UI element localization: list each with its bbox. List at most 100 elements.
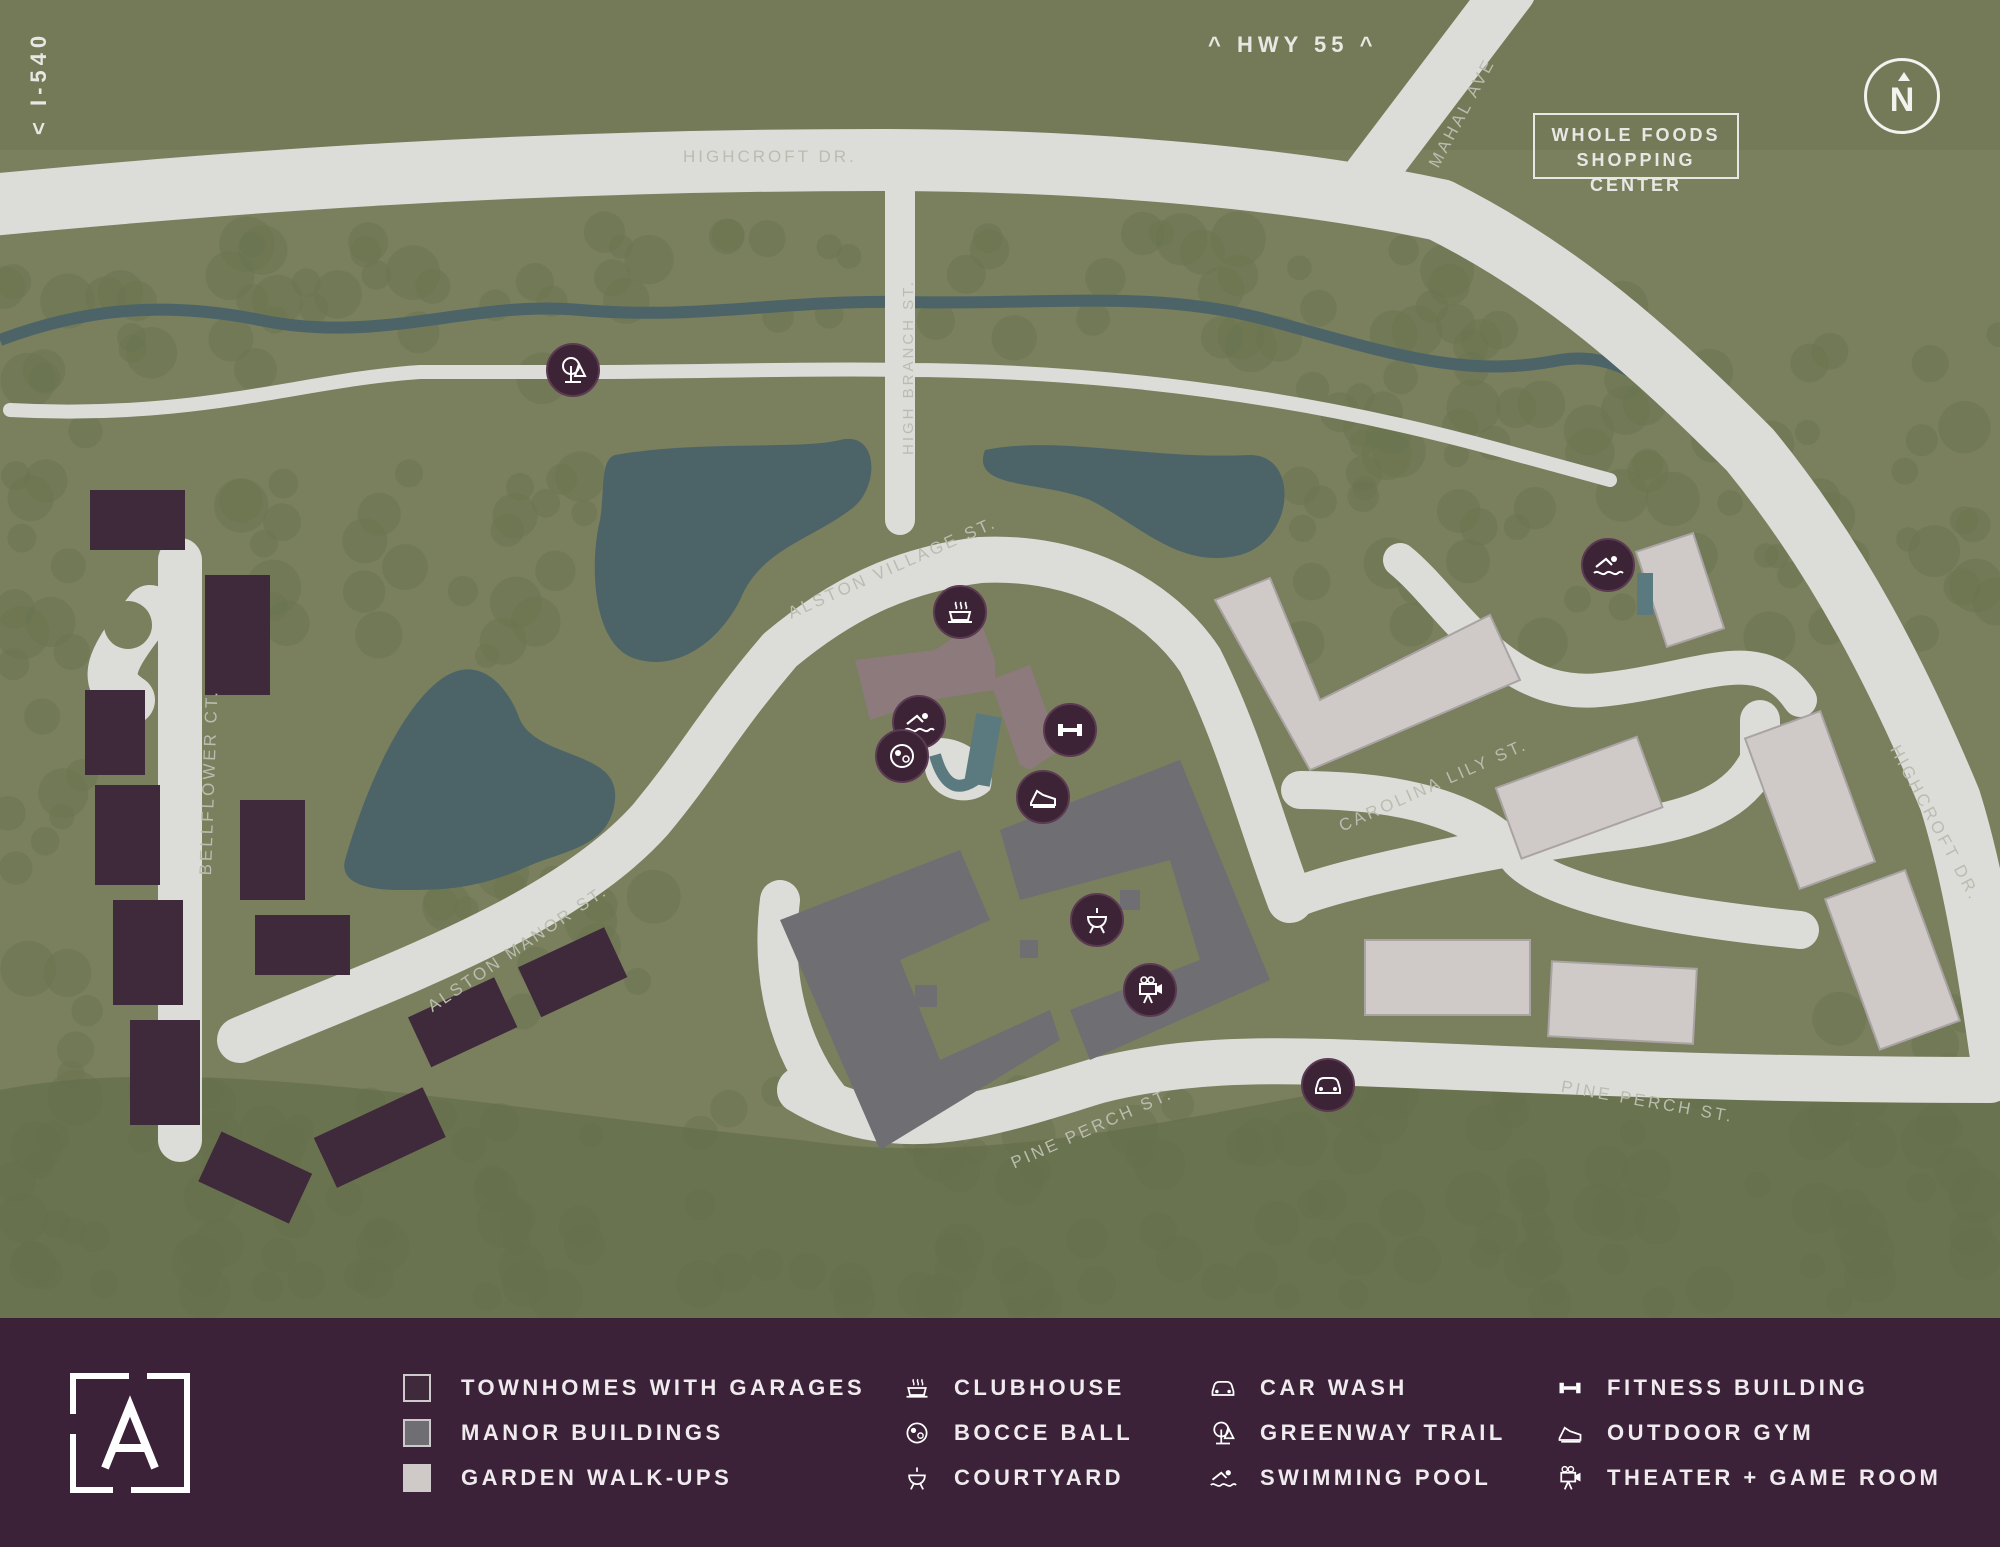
manor-buildings — [780, 760, 1270, 1150]
tree — [71, 995, 103, 1027]
tree — [1085, 258, 1126, 299]
tree — [1564, 585, 1591, 613]
tree — [423, 886, 458, 921]
tree — [236, 284, 269, 317]
tree — [474, 643, 500, 668]
clubhouse-marker[interactable] — [933, 585, 987, 639]
tree — [0, 648, 30, 681]
tree — [1389, 602, 1434, 647]
tree — [1383, 359, 1418, 395]
fitness-building-block — [990, 665, 1060, 770]
tree — [946, 254, 986, 294]
tree — [1148, 220, 1175, 247]
outdoor-gym-icon — [1030, 789, 1056, 808]
north-arrow: N — [1864, 58, 1940, 134]
tree — [1388, 235, 1420, 266]
tree — [1600, 385, 1650, 435]
street-highcroft-top: HIGHCROFT DR. — [683, 147, 857, 166]
tree — [1289, 514, 1317, 542]
tree — [214, 478, 269, 533]
tree — [264, 600, 310, 646]
hwy-text: HWY 55 — [1236, 32, 1349, 57]
tree — [313, 270, 362, 319]
theater-game-room-icon — [1560, 1465, 1581, 1490]
tree — [0, 940, 57, 997]
courtyard-icon — [1086, 908, 1108, 934]
tree — [238, 225, 288, 275]
tree — [1197, 266, 1245, 313]
tree — [1436, 489, 1481, 533]
tree — [7, 523, 37, 553]
legend-car-wash-label: CAR WASH — [1260, 1375, 1408, 1400]
tree — [385, 245, 441, 300]
tree — [1446, 379, 1501, 435]
swimming-pool-marker-east[interactable] — [1581, 538, 1635, 592]
tree — [50, 548, 86, 584]
tree — [511, 596, 561, 647]
tree — [1503, 514, 1530, 540]
tree — [1517, 617, 1568, 668]
tree — [1905, 424, 1938, 457]
logo-icon — [70, 1373, 190, 1493]
swimming-pool-icon — [1593, 556, 1624, 576]
roundabout-west — [104, 601, 152, 649]
tree — [710, 1089, 748, 1128]
legend-car-wash: CAR WASH — [1206, 1372, 1408, 1404]
tree — [1949, 558, 2000, 613]
tree — [1794, 419, 1820, 445]
legend-greenway: GREENWAY TRAIL — [1206, 1417, 1506, 1449]
tree — [1911, 345, 1949, 383]
whole-foods-line1: WHOLE FOODS — [1551, 125, 1721, 145]
north-field — [0, 0, 2000, 150]
townhome-buildings — [85, 490, 628, 1224]
tree — [609, 234, 633, 259]
tree — [1811, 332, 1849, 370]
tree — [1891, 457, 1919, 485]
theater-game-room-marker[interactable] — [1123, 963, 1177, 1017]
tree — [268, 468, 299, 499]
tree — [624, 235, 674, 285]
greenway-trail-marker[interactable] — [546, 343, 600, 397]
townhomes-swatch — [403, 1374, 431, 1402]
tree — [748, 220, 786, 258]
tree — [626, 869, 681, 924]
interstate-text: I-540 — [26, 30, 51, 107]
courtyard-icon — [908, 1467, 926, 1490]
tree — [28, 362, 61, 395]
tree — [969, 229, 1010, 270]
tree — [252, 274, 303, 326]
tree — [1428, 263, 1470, 306]
legend-clubhouse: CLUBHOUSE — [900, 1372, 1125, 1404]
tree — [506, 472, 534, 501]
legend-outdoor-gym: OUTDOOR GYM — [1553, 1417, 1814, 1449]
tree — [234, 348, 277, 391]
legend-bocce-label: BOCCE BALL — [954, 1420, 1134, 1445]
tree — [708, 218, 745, 255]
site-map — [0, 0, 2000, 1318]
courtyard-marker[interactable] — [1070, 893, 1124, 947]
bocce-ball-icon — [906, 1422, 928, 1444]
outdoor-gym-marker[interactable] — [1016, 770, 1070, 824]
theater-game-room-icon — [1139, 976, 1162, 1004]
north-letter: N — [1889, 81, 1915, 119]
tree — [0, 796, 26, 831]
legend-theater-label: THEATER + GAME ROOM — [1607, 1465, 1942, 1490]
tree — [97, 270, 144, 316]
tree — [24, 698, 61, 735]
legend-manor: MANOR BUILDINGS — [403, 1417, 724, 1449]
tree — [1608, 593, 1637, 621]
fitness-building-marker[interactable] — [1043, 703, 1097, 757]
greenway-trail-icon — [562, 357, 587, 383]
tree — [350, 236, 382, 268]
car-wash-marker[interactable] — [1301, 1058, 1355, 1112]
tree — [0, 851, 33, 885]
legend-manor-label: MANOR BUILDINGS — [461, 1420, 724, 1445]
tree — [208, 316, 254, 362]
tree — [916, 301, 956, 340]
legend-townhomes: TOWNHOMES WITH GARAGES — [403, 1372, 865, 1404]
bocce-ball-marker[interactable] — [875, 729, 929, 783]
legend-theater: THEATER + GAME ROOM — [1553, 1462, 1941, 1494]
pond-north-west — [594, 438, 872, 662]
tree — [25, 597, 76, 647]
whole-foods-shopping-center: WHOLE FOODS SHOPPING CENTER — [1533, 113, 1739, 195]
